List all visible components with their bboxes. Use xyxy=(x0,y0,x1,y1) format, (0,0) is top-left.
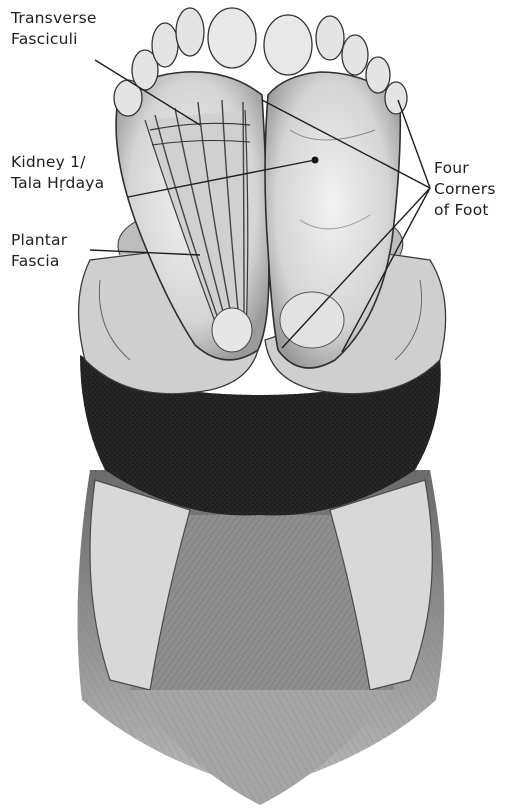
label-transverse-fasciculi-line2: Fasciculi xyxy=(11,29,97,50)
label-plantar-fascia-line1: Plantar xyxy=(11,230,67,251)
label-four-corners-line2: Corners xyxy=(434,179,496,200)
label-plantar-fascia-line2: Fascia xyxy=(11,251,67,272)
label-plantar-fascia: Plantar Fascia xyxy=(11,230,67,272)
label-kidney-1: Kidney 1/ Tala Hṛdaya xyxy=(11,152,104,194)
leader-corner-2 xyxy=(398,100,430,188)
label-four-corners-line3: of Foot xyxy=(434,200,496,221)
label-transverse-fasciculi: Transverse Fasciculi xyxy=(11,8,97,50)
label-kidney-1-line1: Kidney 1/ xyxy=(11,152,104,173)
label-four-corners-line1: Four xyxy=(434,158,496,179)
label-transverse-fasciculi-line1: Transverse xyxy=(11,8,97,29)
label-kidney-1-line2: Tala Hṛdaya xyxy=(11,173,104,194)
label-four-corners: Four Corners of Foot xyxy=(434,158,496,221)
lower-body xyxy=(78,470,445,805)
